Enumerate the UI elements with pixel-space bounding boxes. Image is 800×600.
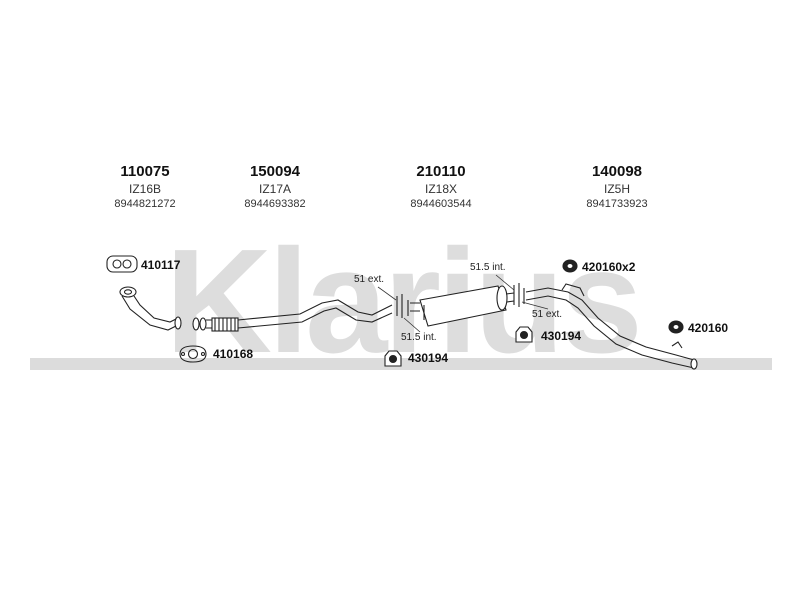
- dimension-label: 51.5 int.: [470, 262, 506, 273]
- gasket-icon: [106, 255, 138, 273]
- front-pipe-icon: [119, 286, 182, 331]
- tail-pipe-icon: [525, 283, 698, 370]
- part-number: 210110: [416, 163, 466, 180]
- part-header-4: 140098 IZ5H 8941733923: [547, 163, 687, 211]
- part-oe-number: 8944821272: [114, 198, 176, 210]
- dimension-label: 51 ext.: [532, 309, 563, 320]
- flex-pipe-icon: [192, 299, 393, 332]
- part-oe-number: 8944603544: [410, 198, 472, 210]
- part-header-3: 210110 IZ18X 8944603544: [371, 163, 511, 211]
- part-code: IZ16B: [128, 182, 161, 196]
- part-oe-number: 8944693382: [244, 198, 306, 210]
- part-header-2: 150094 IZ17A 8944693382: [205, 163, 345, 211]
- part-code: IZ18X: [424, 182, 457, 196]
- part-code: IZ5H: [603, 182, 630, 196]
- part-number: 140098: [591, 163, 643, 180]
- watermark-text: Klarius: [165, 219, 639, 384]
- rubber-ring-icon: [562, 259, 578, 273]
- fitting-label: 420160x2: [582, 260, 636, 274]
- part-number: 150094: [249, 163, 301, 180]
- part-number: 110075: [120, 163, 170, 180]
- rubber-mount-icon: [515, 326, 533, 343]
- part-code: IZ17A: [258, 182, 291, 196]
- dimension-label: 51 ext.: [354, 274, 385, 285]
- part-header-1: 110075 IZ16B 8944821272: [75, 163, 215, 211]
- rubber-mount-icon: [384, 350, 402, 367]
- fitting-label: 430194: [541, 329, 582, 343]
- rubber-ring-icon: [668, 320, 684, 334]
- flange-gasket-icon: [179, 345, 207, 363]
- fitting-label: 410117: [141, 258, 181, 272]
- part-oe-number: 8941733923: [586, 198, 648, 210]
- dimension-label: 51.5 int.: [401, 332, 437, 343]
- fitting-label: 430194: [408, 351, 449, 365]
- fitting-label: 410168: [213, 347, 254, 361]
- center-silencer-icon: [410, 285, 515, 327]
- fitting-label: 420160: [688, 321, 729, 335]
